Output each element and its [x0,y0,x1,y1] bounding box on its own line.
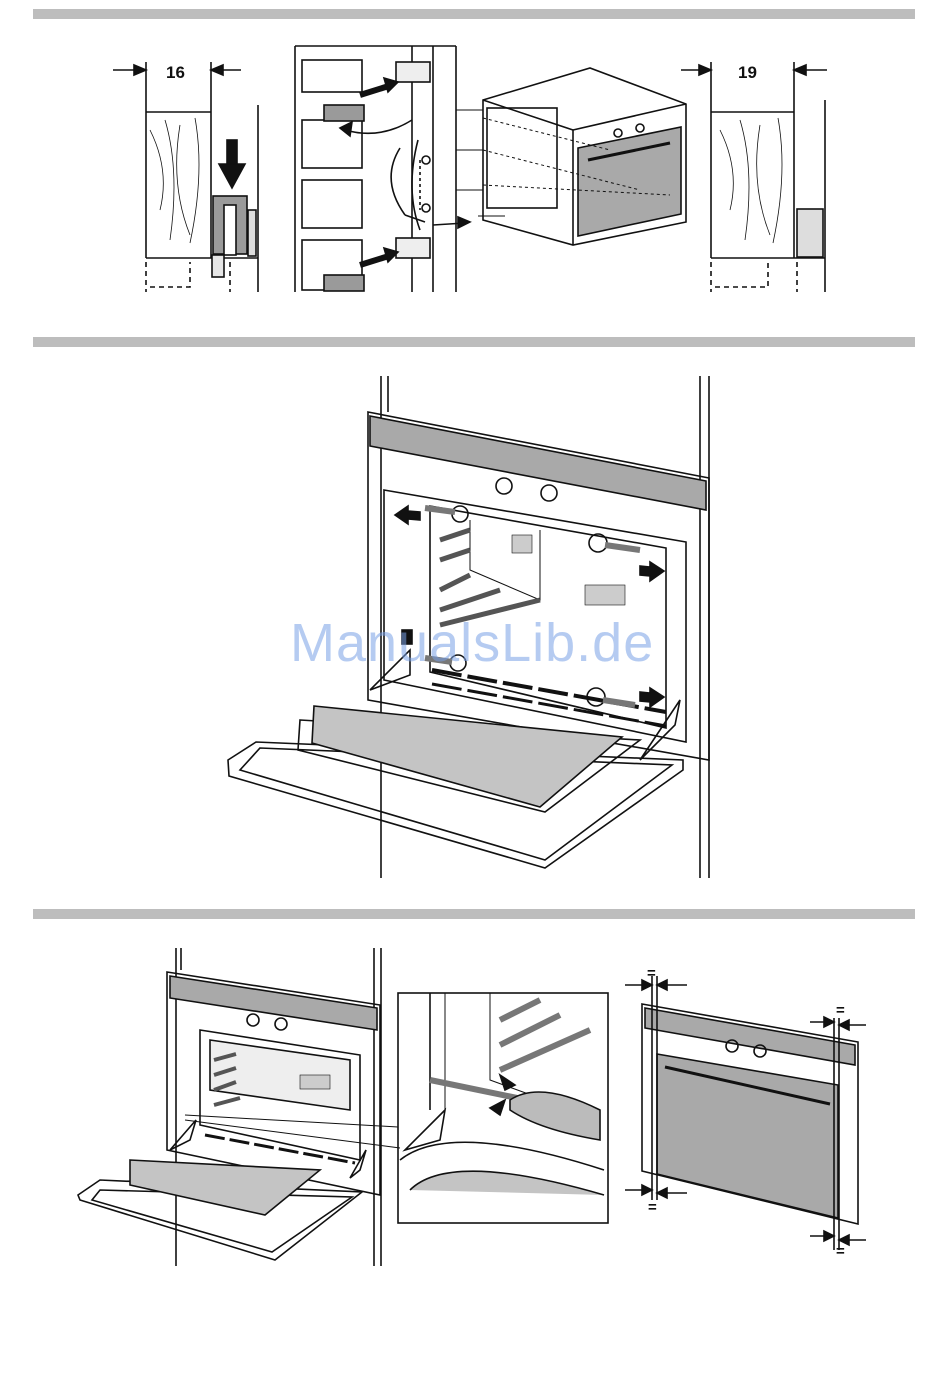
equal-mark-top-left: = [647,965,656,982]
dimension-16-label: 16 [166,63,185,82]
dimension-19-label: 19 [738,63,757,82]
equal-mark-bottom-left: = [648,1199,657,1216]
right-wall-detail [681,62,827,292]
left-wall-detail [113,62,258,292]
figure-mounting-brackets: 16 [113,46,827,292]
equal-mark-top-right: = [836,1002,845,1019]
bracket-panel [295,46,505,292]
screw-top-left [425,506,468,522]
screw-bottom-right [587,688,635,706]
equal-mark-bottom-right: = [836,1243,845,1260]
oven-perspective [456,68,686,245]
screw-top-right [589,534,640,552]
figure-door-alignment [78,948,866,1266]
watermark: ManualsLib.de [290,612,654,674]
